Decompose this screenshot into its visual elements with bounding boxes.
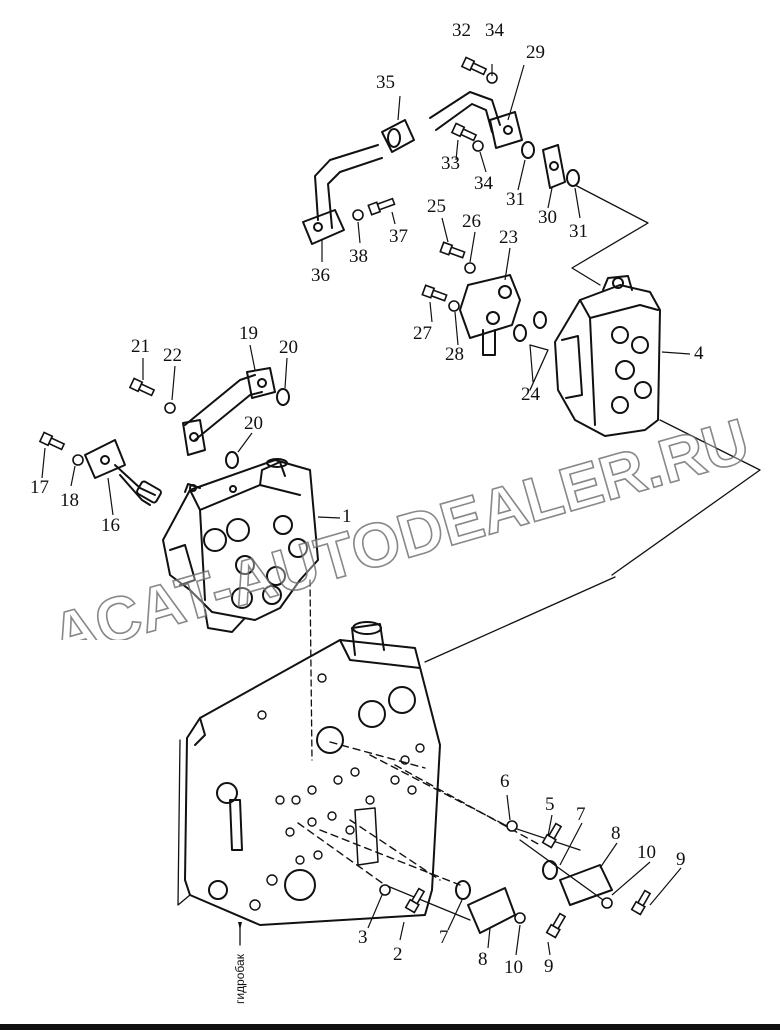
callout-25: 25 — [427, 196, 446, 217]
main-control-valve — [162, 458, 319, 633]
callout-4: 4 — [694, 343, 704, 364]
callout-33: 33 — [441, 153, 460, 174]
callout-7: 7 — [576, 804, 586, 825]
callout-18: 18 — [60, 490, 79, 511]
callout-31: 31 — [569, 221, 588, 242]
callout-2: 2 — [393, 944, 403, 965]
callout-27: 27 — [413, 323, 432, 344]
callout-10: 10 — [637, 842, 656, 863]
callout-20: 20 — [244, 413, 263, 434]
pipe-assembly — [302, 91, 523, 245]
callout-1: 1 — [342, 506, 352, 527]
callout-10: 10 — [504, 957, 523, 978]
callout-7: 7 — [439, 927, 449, 948]
callout-5: 5 — [545, 794, 555, 815]
callout-6: 6 — [500, 771, 510, 792]
callout-8: 8 — [611, 823, 621, 844]
callout-38: 38 — [349, 246, 368, 267]
callout-17: 17 — [30, 477, 49, 498]
callout-28: 28 — [445, 344, 464, 365]
bottom-border — [0, 1024, 780, 1030]
callout-8: 8 — [478, 949, 488, 970]
callout-21: 21 — [131, 336, 150, 357]
callout-30: 30 — [538, 207, 557, 228]
callout-31: 31 — [506, 189, 525, 210]
callout-34: 34 — [485, 20, 504, 41]
callout-26: 26 — [462, 211, 481, 232]
callout-19: 19 — [239, 323, 258, 344]
callout-37: 37 — [389, 226, 408, 247]
callout-20: 20 — [279, 337, 298, 358]
callout-9: 9 — [544, 956, 554, 977]
callout-29: 29 — [526, 42, 545, 63]
callout-9: 9 — [676, 849, 686, 870]
callout-36: 36 — [311, 265, 330, 286]
callout-23: 23 — [499, 227, 518, 248]
callout-35: 35 — [376, 72, 395, 93]
callout-34: 34 — [474, 173, 493, 194]
callout-16: 16 — [101, 515, 120, 536]
tank-label: гидробак — [233, 954, 247, 1004]
callout-22: 22 — [163, 345, 182, 366]
valve-4 — [554, 275, 661, 437]
callout-32: 32 — [452, 20, 471, 41]
callout-24: 24 — [521, 384, 540, 405]
assembly-lines — [297, 741, 541, 886]
callout-3: 3 — [358, 927, 368, 948]
hydraulic-tank — [184, 621, 441, 926]
